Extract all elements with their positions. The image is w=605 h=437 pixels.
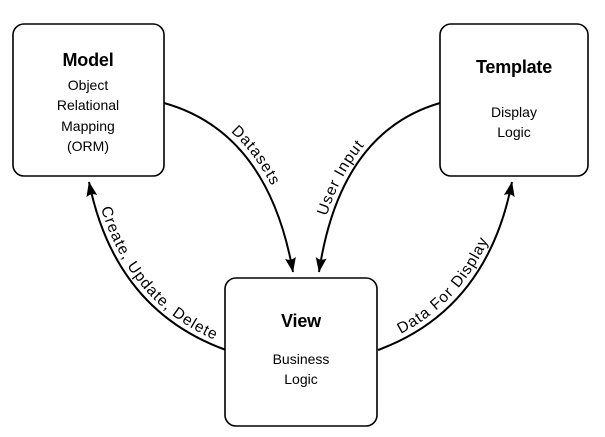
- model-box: Model Object Relational Mapping (ORM): [12, 23, 165, 177]
- arrow-model-to-view: Datasets: [163, 102, 296, 273]
- view-box: View Business Logic: [224, 277, 378, 427]
- arrow-model-to-view-curve: [163, 102, 296, 273]
- template-box-rect: [439, 23, 589, 177]
- model-box-rect: [12, 23, 165, 177]
- view-box-line: Logic: [284, 371, 317, 387]
- view-box-line: Business: [273, 351, 330, 367]
- arrow-view-to-template-curve: [377, 181, 515, 351]
- model-box-line: (ORM): [67, 138, 109, 154]
- arrow-label-create-update-delete: Create, Update, Delete: [97, 204, 221, 344]
- model-box-line: Relational: [57, 97, 119, 113]
- model-box-title: Model: [63, 50, 114, 70]
- model-box-line: Object: [68, 77, 109, 93]
- template-box: Template Display Logic: [439, 23, 589, 177]
- template-box-line: Logic: [497, 124, 530, 140]
- view-box-rect: [224, 277, 378, 427]
- template-box-title: Template: [476, 57, 552, 77]
- arrow-view-to-model-curve: [86, 181, 227, 351]
- model-box-line: Mapping: [61, 118, 115, 134]
- arrow-template-to-view: User Input: [314, 102, 441, 273]
- template-box-line: Display: [491, 104, 537, 120]
- arrow-template-to-view-curve: [315, 102, 441, 273]
- arrow-view-to-model: Create, Update, Delete: [86, 181, 227, 351]
- arrow-view-to-template: Data For Display: [377, 181, 515, 351]
- arrow-label-data-for-display: Data For Display: [394, 234, 492, 337]
- arrow-label-user-input: User Input: [314, 137, 368, 218]
- view-box-title: View: [281, 311, 322, 331]
- arrow-label-datasets: Datasets: [228, 122, 283, 188]
